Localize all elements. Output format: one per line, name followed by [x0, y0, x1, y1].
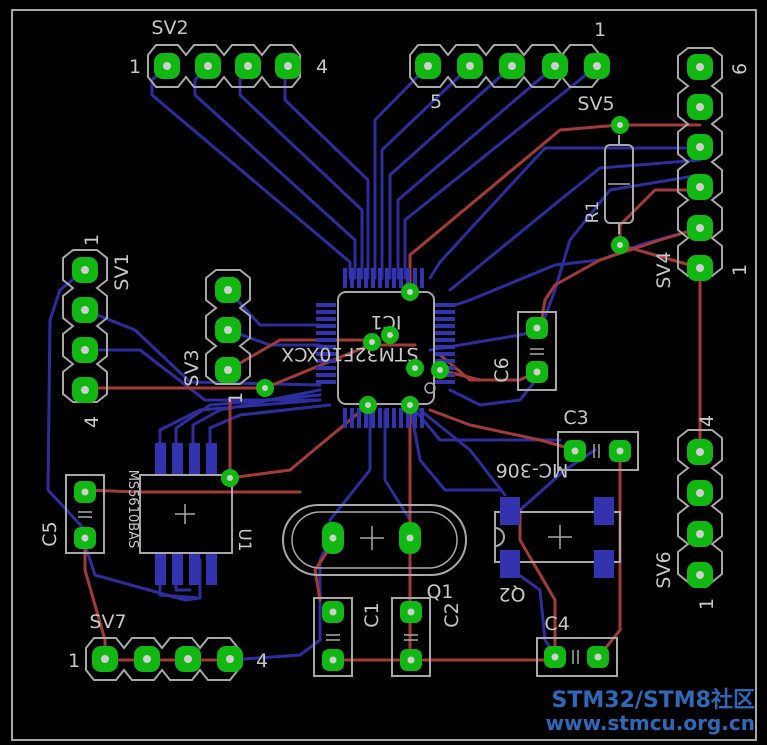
c3-label: C3 [563, 407, 588, 429]
sv7-pin-first: 1 [68, 650, 80, 672]
watermark-url: www.stmcu.org.cn [546, 711, 755, 735]
sv6-label: SV6 [653, 551, 675, 588]
u1-value: MS5610BAS [125, 470, 140, 549]
c5-label: C5 [39, 521, 61, 546]
board-outline [11, 9, 757, 741]
c2-label: C2 [441, 602, 463, 627]
sv7-label: SV7 [89, 611, 126, 633]
sv3-label: SV3 [181, 349, 203, 386]
r1-label: R1 [583, 201, 603, 224]
sv5-label: SV5 [577, 93, 614, 115]
q2-label: Q2 [498, 583, 525, 605]
q2-crystal [494, 497, 621, 578]
watermark-title: STM32/STM8社区 [552, 687, 755, 713]
header-sv5 [409, 44, 610, 88]
sv6-pin-last: 4 [696, 415, 718, 427]
q1-label: Q1 [426, 581, 453, 603]
sv2-pin-first: 1 [129, 56, 141, 78]
sv2-pin-last: 4 [316, 56, 328, 78]
header-sv4 [677, 47, 723, 281]
sv1-label: SV1 [111, 253, 133, 290]
capacitor-c4 [536, 637, 618, 677]
sv7-pin-last: 4 [256, 650, 268, 672]
header-sv2 [147, 44, 301, 88]
u1-label: U1 [234, 528, 254, 551]
q2-value: MC-306 [496, 459, 569, 481]
sv2-label: SV2 [151, 17, 188, 39]
capacitor-c6 [517, 311, 557, 391]
sv3-pin-first: 1 [225, 392, 247, 404]
sv1-pin-last: 4 [81, 416, 103, 428]
sv4-pin-last: 6 [729, 63, 751, 75]
c6-label: C6 [491, 357, 513, 382]
capacitor-c1 [313, 597, 353, 677]
ic1-value: STM32F10XCX [281, 343, 418, 365]
u1-package [139, 443, 233, 585]
c4-label: C4 [544, 613, 569, 635]
header-sv1 [62, 249, 108, 403]
sv5-pin-last: 5 [430, 91, 442, 113]
header-sv7 [85, 637, 243, 681]
c1-label: C1 [361, 602, 383, 627]
capacitor-c2 [391, 597, 431, 677]
header-sv3 [205, 269, 251, 385]
sv1-pin-first: 1 [81, 234, 103, 246]
q1-crystal [282, 504, 467, 576]
sv6-pin-first: 1 [696, 598, 718, 610]
capacitor-c3 [557, 431, 639, 471]
header-sv6 [677, 429, 723, 588]
sv4-label: SV4 [653, 251, 675, 288]
sv4-pin-first: 1 [729, 264, 751, 276]
r1-resistor [604, 116, 634, 254]
sv5-pin-first: 1 [594, 19, 606, 41]
capacitor-c5 [65, 474, 105, 554]
